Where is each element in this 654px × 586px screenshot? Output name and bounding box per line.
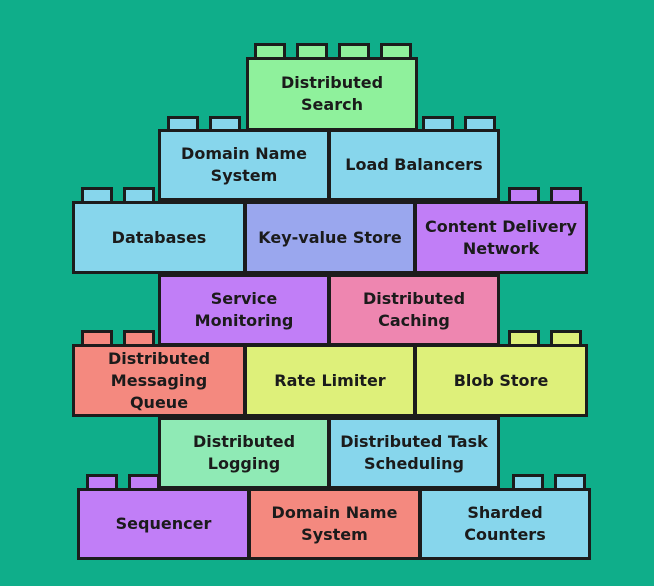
brick-stud-5 [167,116,199,131]
brick-stud-8 [464,116,496,131]
brick-stud-12 [550,187,582,202]
brick-stud-17 [86,474,118,489]
brick-label: Distributed Messaging Queue [107,348,211,412]
brick-stud-7 [422,116,454,131]
brick-stud-20 [554,474,586,489]
brick-stud-13 [81,330,113,345]
brick-load-balancers: Load Balancers [328,129,500,201]
brick-databases: Databases [72,201,246,274]
brick-label: Databases [111,227,207,247]
brick-blob-store: Blob Store [414,344,588,417]
brick-label: Sharded Counters [464,503,546,544]
brick-distributed-messaging-queue: Distributed Messaging Queue [72,344,246,417]
brick-stud-14 [123,330,155,345]
brick-stud-18 [128,474,160,489]
brick-distributed-search: Distributed Search [246,57,418,131]
brick-stud-10 [123,187,155,202]
brick-content-delivery-network: Content Delivery Network [414,201,588,274]
brick-domain-name-system-bottom: Domain Name System [248,488,421,560]
brick-sequencer: Sequencer [77,488,250,560]
brick-service-monitoring: Service Monitoring [158,274,330,346]
brick-label: Content Delivery Network [425,216,577,258]
brick-label: Load Balancers [345,155,483,174]
brick-stud-15 [508,330,540,345]
brick-stud-2 [296,43,328,58]
brick-sharded-counters: Sharded Counters [419,488,591,560]
brick-domain-name-system-top: Domain Name System [158,129,330,201]
brick-stud-11 [508,187,540,202]
brick-label: Rate Limiter [274,370,386,390]
brick-stud-16 [550,330,582,345]
brick-key-value-store: Key-value Store [244,201,416,274]
brick-label: Distributed Task Scheduling [340,432,488,473]
brick-label: Distributed Caching [362,289,466,330]
brick-stud-9 [81,187,113,202]
brick-label: Blob Store [453,370,549,390]
brick-distributed-task-scheduling: Distributed Task Scheduling [328,417,500,489]
brick-label: Domain Name System [181,144,307,185]
brick-label: Distributed Logging [192,432,296,473]
brick-label: Domain Name System [271,503,398,544]
brick-label: Service Monitoring [194,289,294,330]
brick-distributed-logging: Distributed Logging [158,417,330,489]
brick-rate-limiter: Rate Limiter [244,344,416,417]
brick-label: Key-value Store [258,227,402,247]
brick-stud-1 [254,43,286,58]
brick-stud-3 [338,43,370,58]
brick-stud-6 [209,116,241,131]
brick-label: Sequencer [115,514,212,533]
brick-stud-19 [512,474,544,489]
brick-label: Distributed Search [280,73,384,114]
brick-distributed-caching: Distributed Caching [328,274,500,346]
brick-stud-4 [380,43,412,58]
